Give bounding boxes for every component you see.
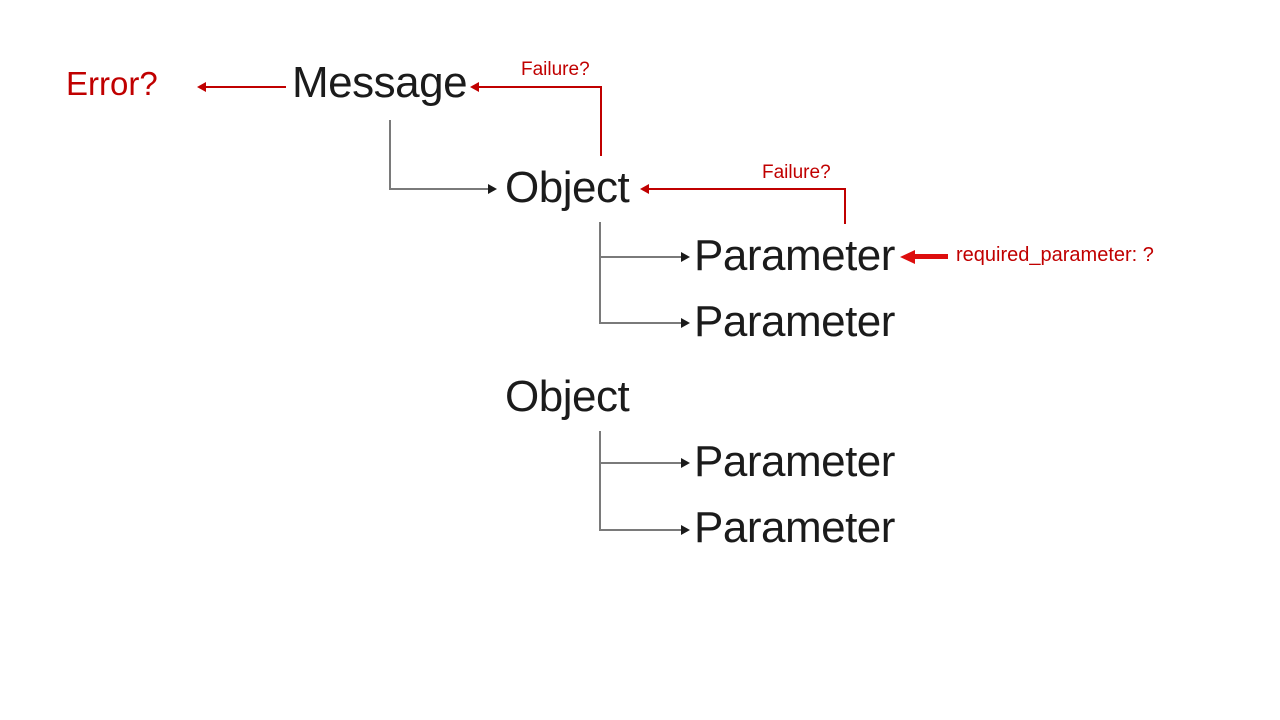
object-node-2: Object — [505, 372, 630, 421]
failure-annotation-message: Failure? — [521, 59, 590, 80]
connector-object1-vertical — [599, 222, 601, 324]
failure-annotation-object: Failure? — [762, 162, 831, 183]
failure-object-elbow-vertical — [844, 188, 846, 224]
required-parameter-annotation: required_parameter: ? — [956, 244, 1154, 266]
arrowhead-left-red-bold-icon — [900, 250, 915, 264]
connector-object2-parameter4 — [599, 529, 681, 531]
arrowhead-left-red-icon — [640, 184, 649, 194]
arrowhead-right-icon — [681, 525, 690, 535]
connector-object2-vertical — [599, 431, 601, 530]
failure-message-elbow-horizontal — [479, 86, 602, 88]
error-annotation: Error? — [66, 65, 158, 102]
failure-message-elbow-vertical — [600, 86, 602, 156]
arrowhead-left-red-icon — [197, 82, 206, 92]
connector-message-object-horizontal — [389, 188, 488, 190]
required-parameter-arrow-shaft — [914, 254, 948, 259]
arrowhead-right-icon — [488, 184, 497, 194]
arrowhead-right-icon — [681, 252, 690, 262]
arrowhead-right-icon — [681, 458, 690, 468]
parameter-node-3: Parameter — [694, 437, 895, 486]
arrowhead-left-red-icon — [470, 82, 479, 92]
parameter-node-2: Parameter — [694, 297, 895, 346]
error-arrow-line — [206, 86, 286, 88]
message-node: Message — [292, 58, 468, 107]
connector-object2-parameter3 — [599, 462, 681, 464]
object-node-1: Object — [505, 163, 630, 212]
failure-object-elbow-horizontal — [649, 188, 845, 190]
connector-object1-parameter2 — [599, 322, 681, 324]
arrowhead-right-icon — [681, 318, 690, 328]
parameter-node-4: Parameter — [694, 503, 895, 552]
connector-object1-parameter1 — [599, 256, 681, 258]
parameter-node-1: Parameter — [694, 231, 895, 280]
connector-message-object-vertical — [389, 120, 391, 189]
